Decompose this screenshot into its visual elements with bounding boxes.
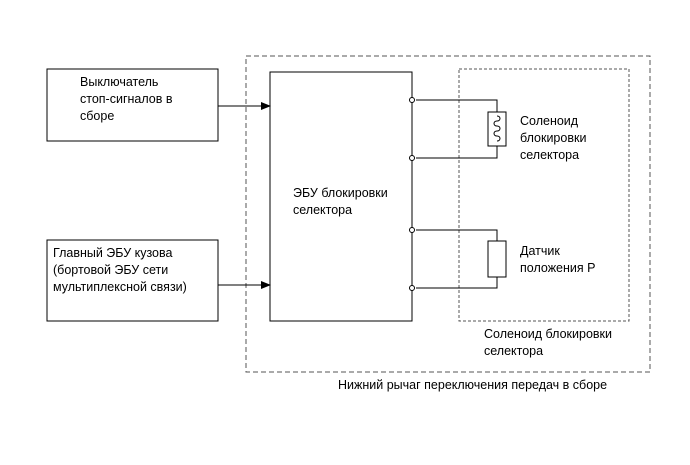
shift-lever-assembly-label: Нижний рычаг переключения передач в сбор…	[338, 378, 607, 392]
p-sensor-wire-top	[416, 229, 498, 241]
p-sensor-wire-bottom	[416, 277, 498, 289]
solenoid-wire-bottom	[416, 146, 498, 159]
solenoid-coil-icon	[493, 115, 501, 142]
p-position-sensor-label: Датчик положения P	[520, 244, 595, 275]
solenoid-assembly-label: Соленоид блокировки селектора	[484, 327, 615, 358]
solenoid-assembly-boundary	[458, 68, 630, 322]
solenoid-label: Соленоид блокировки селектора	[520, 114, 590, 162]
shift-lock-ecu-label: ЭБУ блокировки селектора	[293, 186, 391, 217]
solenoid-terminal-2	[409, 155, 415, 161]
shift-lock-ecu-block	[269, 71, 413, 322]
main-body-ecu-label: Главный ЭБУ кузова (бортовой ЭБУ сети му…	[53, 246, 187, 294]
solenoid-terminal-1	[409, 97, 415, 103]
p-position-sensor-symbol	[487, 240, 507, 278]
stop-lamp-switch-label: Выключатель стоп-сигналов в сборе	[80, 75, 176, 123]
p-sensor-terminal-1	[409, 227, 415, 233]
solenoid-wire-top	[416, 99, 498, 112]
solenoid-symbol	[487, 111, 507, 147]
p-sensor-terminal-2	[409, 285, 415, 291]
main-body-ecu-block	[46, 239, 219, 322]
shift-lever-assembly-boundary	[245, 55, 651, 373]
stop-lamp-switch-block	[46, 68, 219, 142]
